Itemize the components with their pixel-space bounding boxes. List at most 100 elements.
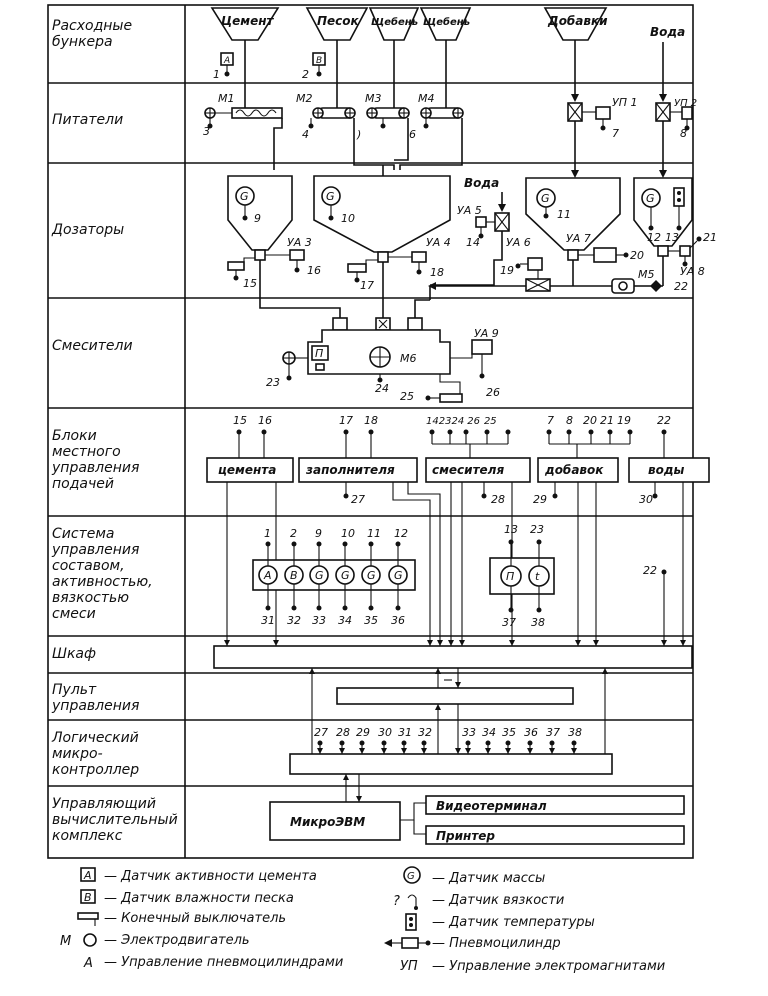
table-grid <box>47 4 694 859</box>
bunker-sand: Песок <box>305 7 369 108</box>
motor-label: М4 <box>418 92 435 105</box>
legend-text: — Электродвигатель <box>104 933 250 948</box>
input-label: 2 <box>290 527 297 540</box>
input-label: 35 <box>502 726 516 739</box>
mass-sensor-letter: G <box>240 190 249 203</box>
input-label: 1 <box>264 527 271 540</box>
legend-item-activity: A — Датчик активности цемента <box>80 867 317 884</box>
motor-label: М5 <box>638 268 655 281</box>
output-label: 37 <box>502 616 516 629</box>
label-4: 4 <box>302 128 309 141</box>
label-11: 11 <box>557 208 571 221</box>
row-label-computer: Управляющий вычислительный комплекс <box>52 796 178 844</box>
input-label: 17 <box>339 414 353 427</box>
sensor-moisture-sand: B 2 <box>302 52 326 81</box>
feeder-cement: М1 3 <box>203 92 283 170</box>
input-label: 22 <box>643 564 657 577</box>
output-label: 34 <box>338 614 352 627</box>
input-label: 12 <box>394 527 408 540</box>
water-doser-valve: Вода УА 5 14 <box>430 176 510 286</box>
controller-input: 35 <box>502 726 516 754</box>
input-label: 28 <box>336 726 350 739</box>
mixer: М6 П 23 24 УА 9 26 25 <box>266 317 500 403</box>
local-block-aggregate: 17 18 заполнителя 27 <box>298 414 418 506</box>
legend-symbol: A <box>83 869 92 882</box>
label-26: 26 <box>486 386 500 399</box>
legend-text: — Пневмоцилиндр <box>432 936 561 951</box>
output-label: 35 <box>364 614 378 627</box>
actuator-label: УА 4 <box>426 236 451 249</box>
input-label: 32 <box>418 726 432 739</box>
legend-text: — Датчик вязкости <box>432 893 564 908</box>
legend-symbol: УП <box>400 959 418 974</box>
block-label: добавок <box>544 463 604 477</box>
controller-input: 27 <box>314 726 328 754</box>
viscosity-temperature-panel: П t 13 23 37 38 <box>489 523 555 629</box>
feeder-sand: М2 4 <box>296 92 356 141</box>
label-7: 7 <box>612 127 619 140</box>
valve-water: УП 2 8 <box>655 98 697 178</box>
water-label: Вода <box>464 176 499 190</box>
legend-symbol: ? <box>393 894 400 909</box>
sensor-letter: A <box>263 569 272 582</box>
bunker-gravel-2: Щебень <box>419 7 472 108</box>
input-label: 29 <box>356 726 370 739</box>
sensor-activity-cement: A 1 <box>213 52 234 81</box>
bunker-label: Песок <box>317 14 360 28</box>
input-label: 23 <box>530 523 544 536</box>
input-label: 27 <box>314 726 328 739</box>
row-label-mixers: Смесители <box>52 338 133 354</box>
label-18: 18 <box>430 266 444 279</box>
legend-item-electromagnets: УП — Управление электромагнитами <box>400 959 665 974</box>
motor-label: М6 <box>400 352 417 365</box>
bunker-label: Щебень <box>371 16 418 28</box>
legend: A — Датчик активности цемента B — Датчик… <box>60 866 665 974</box>
actuator-label: УА 6 <box>506 236 531 249</box>
flow-sand <box>353 118 395 170</box>
label-25: 25 <box>400 390 414 403</box>
doser-aggregate: G 10 УА 4 18 17 <box>313 165 451 318</box>
valve-additives: УП 1 7 <box>567 96 637 178</box>
printer-label: Принтер <box>436 829 495 843</box>
input-label: 11 <box>367 527 381 540</box>
label-19: 19 <box>500 264 514 277</box>
legend-symbol: B <box>84 891 92 904</box>
mass-sensor-letter: G <box>541 192 550 205</box>
sensor-letter: G <box>341 569 350 582</box>
label-6: 6 <box>409 128 416 141</box>
label-13: 13 <box>665 231 679 244</box>
input-label: 37 <box>546 726 560 739</box>
row-label-bunkers: Расходные бункера <box>52 18 133 50</box>
label-14: 14 <box>466 236 480 249</box>
water-inlet-top: Вода <box>650 25 685 102</box>
block-label: заполнителя <box>305 463 395 477</box>
legend-text: — Датчик температуры <box>432 915 595 930</box>
row-label-composition: Система управления составом, активностью… <box>52 526 153 622</box>
console-panel <box>309 668 608 754</box>
input-label: 10 <box>341 527 355 540</box>
controller-input: 32 <box>418 726 432 754</box>
label-16: 16 <box>307 264 321 277</box>
doser-additives: G 11 УА 7 20 <box>525 177 644 286</box>
viscosity-sensor-letter: П <box>315 347 323 360</box>
mass-sensor-letter: G <box>326 190 335 203</box>
legend-symbol: G <box>407 871 415 882</box>
sensor-letter: G <box>394 569 403 582</box>
actuator-label: УА 8 <box>680 265 705 278</box>
cabinet-panel <box>213 645 693 669</box>
mass-sensor-letter: G <box>646 192 655 205</box>
temperature-letter: t <box>535 570 540 583</box>
output-label: 28 <box>491 493 505 506</box>
label-9: 9 <box>254 212 261 225</box>
actuator-label: УА 5 <box>457 204 482 217</box>
flow-gravel-2 <box>399 118 463 170</box>
input-label: 34 <box>482 726 496 739</box>
legend-item-viscosity: ? — Датчик вязкости <box>393 893 564 910</box>
label-17: 17 <box>360 279 374 292</box>
